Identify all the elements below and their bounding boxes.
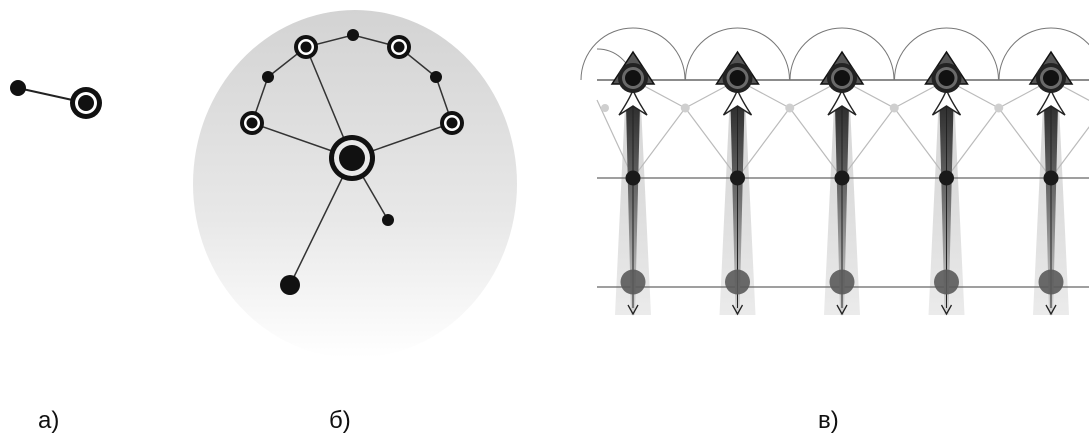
middle-node	[939, 170, 954, 186]
bottom-node	[725, 269, 750, 295]
node-target	[70, 87, 102, 119]
leaf-node-small	[382, 214, 394, 226]
cross-line	[684, 107, 738, 179]
junction-node	[680, 103, 690, 113]
arc	[998, 27, 1089, 81]
caption-a: а)	[38, 407, 59, 434]
top-node-core	[729, 70, 746, 86]
cross-line	[1050, 126, 1089, 179]
arrow-head	[627, 304, 639, 316]
junction-node	[889, 103, 899, 113]
node-small	[10, 80, 26, 96]
cross-line	[946, 107, 1000, 179]
bottom-node	[829, 269, 855, 295]
arc	[894, 27, 999, 81]
junction-node	[785, 103, 795, 113]
caption-c: в)	[818, 407, 839, 434]
arc	[789, 27, 895, 81]
arrow-head	[940, 304, 953, 316]
hub-node	[329, 135, 375, 181]
cross-line	[632, 107, 686, 179]
cross-line	[998, 107, 1052, 179]
junction-node	[994, 103, 1004, 113]
bottom-node	[620, 269, 646, 295]
top-node-core	[834, 70, 850, 86]
arrow-head	[1045, 304, 1057, 316]
cross-line	[841, 107, 895, 179]
arc-small-nodes	[262, 29, 442, 83]
cross-line	[789, 107, 843, 179]
top-node-core	[938, 70, 955, 86]
middle-node	[834, 170, 850, 186]
cross-line	[893, 107, 947, 179]
middle-node	[1043, 170, 1059, 186]
arc	[580, 27, 686, 81]
leaf-node-large	[280, 275, 300, 295]
arrow-head	[731, 304, 744, 316]
arc-ring-nodes	[240, 35, 464, 135]
cross-line	[596, 99, 634, 179]
panel-c	[580, 27, 1089, 316]
top-node-core	[625, 70, 641, 86]
middle-node	[625, 170, 641, 186]
panel-a	[10, 80, 102, 119]
bottom-node	[934, 269, 959, 295]
cross-line	[737, 107, 791, 179]
bottom-node	[1038, 269, 1064, 295]
arc	[685, 27, 790, 81]
junction-node	[601, 104, 609, 112]
gradient-oval	[193, 10, 517, 358]
caption-b: б)	[329, 407, 351, 434]
panel-b	[193, 10, 517, 358]
middle-node	[730, 170, 745, 186]
top-node-core	[1043, 70, 1059, 86]
arrow-head	[836, 304, 848, 316]
